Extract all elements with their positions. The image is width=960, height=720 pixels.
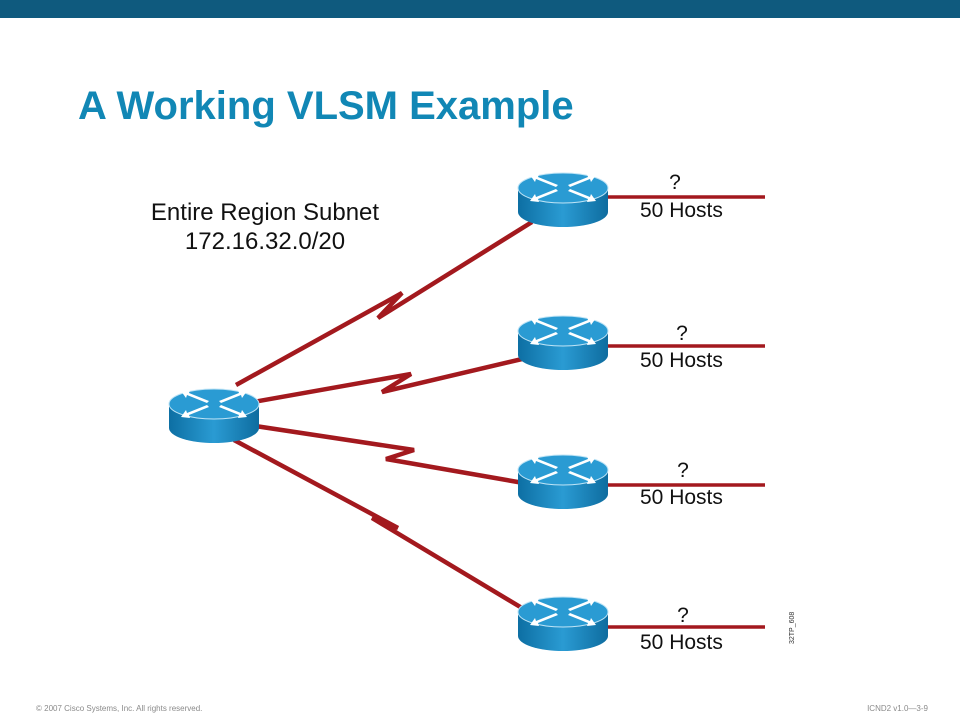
branch-4-hosts: 50 Hosts [640, 631, 723, 654]
serial-link-4 [232, 438, 534, 616]
region-subnet-caption: Entire Region Subnet [150, 199, 380, 226]
branch-2-subnet: ? [676, 322, 688, 345]
figure-id: 32TP_608 [789, 611, 796, 644]
serial-link-1 [234, 220, 534, 387]
branch-router-1-icon [517, 172, 609, 228]
branch-router-4-icon [517, 596, 609, 652]
central-router-icon [168, 388, 260, 444]
serial-link-3 [241, 421, 536, 488]
branch-3-hosts: 50 Hosts [640, 486, 723, 509]
serial-link-2 [241, 353, 536, 407]
branch-4-subnet: ? [677, 604, 689, 627]
region-subnet-label: Entire Region Subnet 172.16.32.0/20 [130, 198, 400, 256]
branch-1-subnet: ? [669, 171, 681, 194]
region-subnet-address: 172.16.32.0/20 [184, 228, 346, 255]
footer-course-page: ICND2 v1.0—3-9 [867, 704, 928, 713]
footer-copyright: © 2007 Cisco Systems, Inc. All rights re… [36, 704, 203, 713]
slide-title: A Working VLSM Example [78, 84, 574, 128]
branch-1-hosts: 50 Hosts [640, 199, 723, 222]
branch-2-hosts: 50 Hosts [640, 349, 723, 372]
branch-router-3-icon [517, 454, 609, 510]
branch-router-2-icon [517, 315, 609, 371]
branch-3-subnet: ? [677, 459, 689, 482]
header-bar [0, 0, 960, 18]
